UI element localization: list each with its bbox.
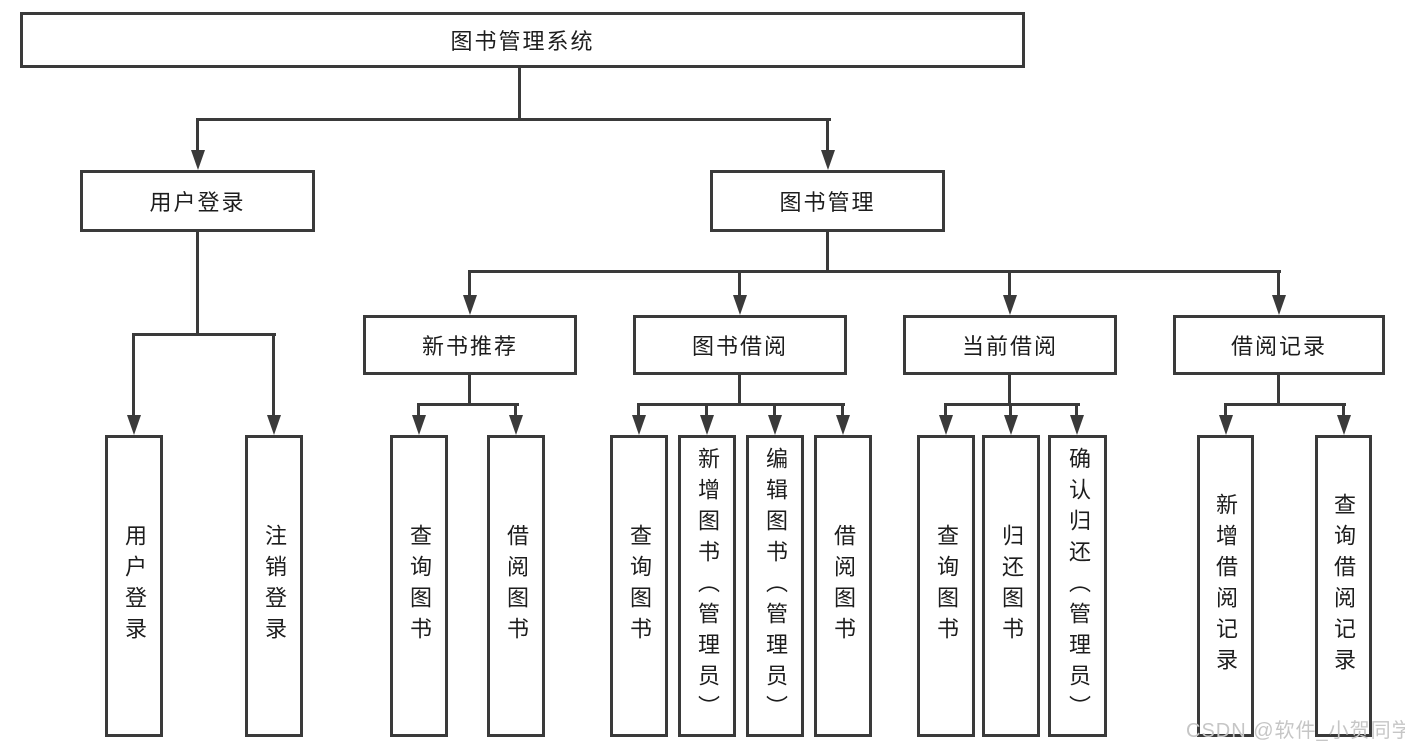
- leaf-confirm-return-admin: 确认归还（管理员）: [1048, 435, 1107, 737]
- leaf-add-book-admin: 新增图书（管理员）: [678, 435, 736, 737]
- connector-book-management-bar: [468, 270, 1281, 273]
- connector-drop-leaf: [1075, 403, 1078, 417]
- connector-drop-leaf: [841, 403, 844, 417]
- connector-user-login-stem: [196, 232, 199, 335]
- connector-drop-leaf: [637, 403, 640, 417]
- connector-borrow-records-stem: [1277, 375, 1280, 406]
- leaf-edit-book-admin: 编辑图书（管理员）: [746, 435, 804, 737]
- connector-current-borrow-bar: [944, 403, 1080, 406]
- leaf-add-borrow-record: 新增借阅记录: [1197, 435, 1254, 737]
- arrowhead-new-book-recommend: [463, 295, 477, 315]
- connector-drop-leaf: [1342, 403, 1345, 417]
- connector-current-borrow-stem: [1008, 375, 1011, 406]
- arrowhead-user-login: [191, 150, 205, 170]
- arrowhead-leaf-logout: [267, 415, 281, 435]
- connector-drop-current-borrow: [1008, 270, 1011, 297]
- leaf-query-books-1: 查询图书: [390, 435, 448, 737]
- leaf-user-login: 用户登录: [105, 435, 163, 737]
- connector-drop-leaf: [417, 403, 420, 417]
- arrowhead-leaf-add-borrow-record: [1219, 415, 1233, 435]
- connector-root-bar: [196, 118, 831, 121]
- connector-drop-leaf: [944, 403, 947, 417]
- arrowhead-leaf-borrow-books-1: [509, 415, 523, 435]
- connector-drop-leaf: [514, 403, 517, 417]
- leaf-logout: 注销登录: [245, 435, 303, 737]
- arrowhead-leaf-confirm-return: [1070, 415, 1084, 435]
- arrowhead-leaf-query-books-2: [632, 415, 646, 435]
- connector-drop-book-borrow: [738, 270, 741, 297]
- leaf-query-books-3: 查询图书: [917, 435, 975, 737]
- connector-drop-leaf: [1009, 403, 1012, 417]
- leaf-query-books-2: 查询图书: [610, 435, 668, 737]
- arrowhead-leaf-query-books-1: [412, 415, 426, 435]
- connector-book-borrow-stem: [738, 375, 741, 406]
- leaf-borrow-books-2: 借阅图书: [814, 435, 872, 737]
- connector-new-book-recommend-stem: [468, 375, 471, 406]
- node-borrow-records: 借阅记录: [1173, 315, 1385, 375]
- arrowhead-leaf-query-borrow-record: [1337, 415, 1351, 435]
- connector-drop-leaf-user-login: [132, 333, 135, 417]
- connector-drop-book-management: [826, 118, 829, 152]
- arrowhead-book-borrow: [733, 295, 747, 315]
- connector-user-login-bar: [132, 333, 276, 336]
- node-book-borrow: 图书借阅: [633, 315, 847, 375]
- connector-drop-borrow-records: [1277, 270, 1280, 297]
- connector-book-management-stem: [826, 232, 829, 273]
- arrowhead-leaf-borrow-books-2: [836, 415, 850, 435]
- leaf-borrow-books-1: 借阅图书: [487, 435, 545, 737]
- arrowhead-borrow-records: [1272, 295, 1286, 315]
- node-new-book-recommend: 新书推荐: [363, 315, 577, 375]
- arrowhead-leaf-query-books-3: [939, 415, 953, 435]
- node-book-management: 图书管理: [710, 170, 945, 232]
- connector-drop-new-book-recommend: [468, 270, 471, 297]
- arrowhead-book-management: [821, 150, 835, 170]
- connector-drop-leaf: [773, 403, 776, 417]
- connector-drop-leaf: [705, 403, 708, 417]
- arrowhead-leaf-user-login: [127, 415, 141, 435]
- arrowhead-current-borrow: [1003, 295, 1017, 315]
- connector-drop-user-login: [196, 118, 199, 152]
- connector-root-stem: [518, 66, 521, 121]
- connector-book-borrow-bar: [637, 403, 845, 406]
- connector-borrow-records-bar: [1224, 403, 1346, 406]
- node-user-login: 用户登录: [80, 170, 315, 232]
- arrowhead-leaf-return-book: [1004, 415, 1018, 435]
- connector-drop-leaf-logout: [272, 333, 275, 417]
- leaf-return-book: 归还图书: [982, 435, 1040, 737]
- connector-new-book-recommend-bar: [417, 403, 519, 406]
- arrowhead-leaf-edit-book-admin: [768, 415, 782, 435]
- watermark: CSDN @软件_小贺同学: [1186, 720, 1405, 742]
- connector-drop-leaf: [1224, 403, 1227, 417]
- leaf-query-borrow-record: 查询借阅记录: [1315, 435, 1372, 737]
- node-library-system: 图书管理系统: [20, 12, 1025, 68]
- node-current-borrow: 当前借阅: [903, 315, 1117, 375]
- arrowhead-leaf-add-book-admin: [700, 415, 714, 435]
